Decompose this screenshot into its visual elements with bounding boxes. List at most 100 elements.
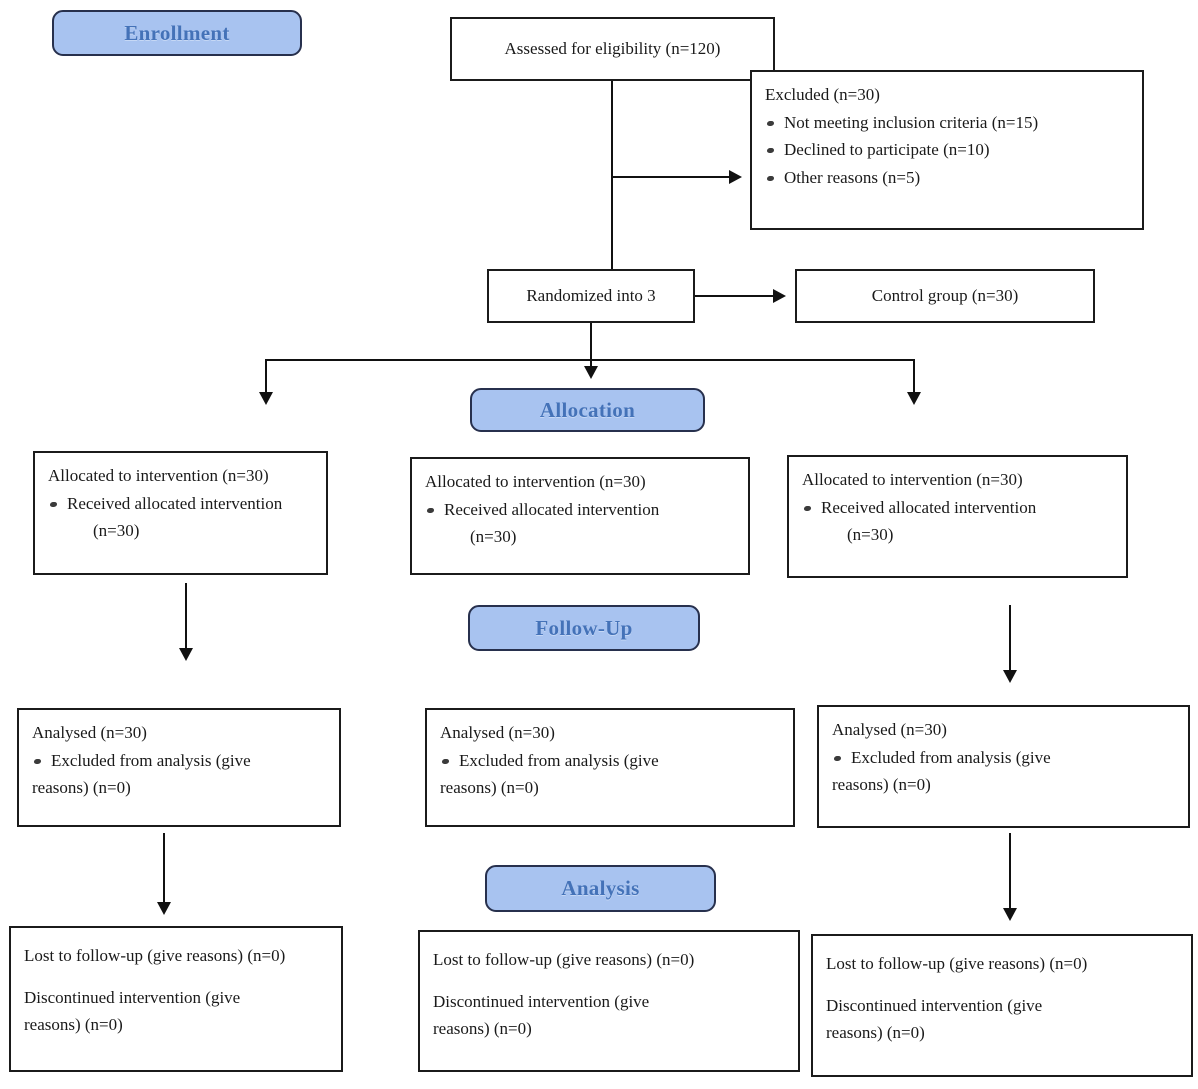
connector-left-analysed-to-lost <box>163 833 165 905</box>
analysed-bullet-label: Excluded from analysis (give <box>851 747 1051 767</box>
connector-assessed-down <box>611 81 613 278</box>
allocation-title: Allocated to intervention (n=30) <box>48 466 269 485</box>
square-bullet-icon <box>766 148 775 154</box>
control-group-label: Control group (n=30) <box>871 286 1019 306</box>
connector-branch-left <box>265 359 267 397</box>
connector-assessed-to-excluded <box>611 176 731 178</box>
allocation-bullet-cont: (n=30) <box>847 525 894 545</box>
lost-followup-line1: Lost to follow-up (give reasons) (n=0) <box>433 950 695 969</box>
box-allocation-left: Allocated to intervention (n=30) Receive… <box>33 451 328 575</box>
stage-badge-analysis-label: Analysis <box>561 876 640 900</box>
square-bullet-icon <box>803 505 812 511</box>
analysed-bullet-cont: reasons) (n=0) <box>440 778 539 798</box>
analysed-bullet-label: Excluded from analysis (give <box>459 750 659 770</box>
square-bullet-icon <box>833 755 842 761</box>
arrow-to-control-icon <box>773 289 786 303</box>
list-item: Received allocated intervention (n=30) <box>802 494 1113 549</box>
box-analysed-left: Analysed (n=30) Excluded from analysis (… <box>17 708 341 827</box>
box-lost-followup-right: Lost to follow-up (give reasons) (n=0) D… <box>811 934 1193 1077</box>
stage-badge-followup: Follow-Up <box>468 605 700 651</box>
discontinued-line: Discontinued intervention (give <box>433 991 650 1011</box>
discontinued-cont: reasons) (n=0) <box>24 1015 123 1035</box>
allocation-title: Allocated to intervention (n=30) <box>425 472 646 491</box>
analysed-title: Analysed (n=30) <box>32 723 147 742</box>
list-item: Excluded from analysis (give <box>832 744 1175 772</box>
analysed-bullet-cont: reasons) (n=0) <box>832 775 931 795</box>
spacer <box>24 970 328 984</box>
allocation-bullet-label: Received allocated intervention <box>444 499 660 519</box>
list-item: Received allocated intervention (n=30) <box>48 490 313 545</box>
allocation-bullet-list: Received allocated intervention (n=30) <box>425 496 735 551</box>
stage-badge-allocation-label: Allocation <box>539 397 636 422</box>
arrow-left-alloc-icon <box>179 648 193 661</box>
square-bullet-icon <box>766 120 775 126</box>
excluded-title: Excluded (n=30) <box>765 85 880 104</box>
stage-badge-analysis: Analysis <box>485 865 716 912</box>
square-bullet-icon <box>441 758 450 764</box>
connector-right-alloc-to-analysed <box>1009 605 1011 673</box>
analysed-title: Analysed (n=30) <box>832 720 947 739</box>
box-control-group: Control group (n=30) <box>795 269 1095 323</box>
discontinued-line: Discontinued intervention (give <box>826 995 1043 1015</box>
arrow-branch-center-icon <box>584 366 598 379</box>
connector-left-alloc-to-analysed <box>185 583 187 651</box>
excluded-reason-list: Not meeting inclusion criteria (n=15) De… <box>765 109 1129 192</box>
discontinued-cont: reasons) (n=0) <box>433 1019 532 1039</box>
arrow-left-analysed-icon <box>157 902 171 915</box>
spacer <box>433 974 785 988</box>
square-bullet-icon <box>426 507 435 513</box>
allocation-bullet-label: Received allocated intervention <box>67 493 283 513</box>
connector-right-analysed-to-lost <box>1009 833 1011 911</box>
connector-randomized-down <box>590 323 592 361</box>
square-bullet-icon <box>766 175 775 181</box>
list-item: Other reasons (n=5) <box>765 164 1129 192</box>
box-allocation-right: Allocated to intervention (n=30) Receive… <box>787 455 1128 578</box>
box-analysed-right: Analysed (n=30) Excluded from analysis (… <box>817 705 1190 828</box>
analysed-bullet-list: Excluded from analysis (give <box>32 747 326 775</box>
spacer <box>826 978 1178 992</box>
box-allocation-middle: Allocated to intervention (n=30) Receive… <box>410 457 750 575</box>
excluded-reason-label: Not meeting inclusion criteria (n=15) <box>784 112 1039 132</box>
arrow-branch-left-icon <box>259 392 273 405</box>
allocation-bullet-cont: (n=30) <box>93 521 140 541</box>
discontinued-line: Discontinued intervention (give <box>24 987 241 1007</box>
square-bullet-icon <box>49 501 58 507</box>
arrow-right-analysed-icon <box>1003 908 1017 921</box>
analysed-bullet-list: Excluded from analysis (give <box>440 747 780 775</box>
randomized-label: Randomized into 3 <box>526 286 656 306</box>
list-item: Not meeting inclusion criteria (n=15) <box>765 109 1129 137</box>
arrow-branch-right-icon <box>907 392 921 405</box>
list-item: Excluded from analysis (give <box>32 747 326 775</box>
box-lost-followup-middle: Lost to follow-up (give reasons) (n=0) D… <box>418 930 800 1072</box>
box-analysed-middle: Analysed (n=30) Excluded from analysis (… <box>425 708 795 827</box>
assessed-label: Assessed for eligibility (n=120) <box>504 39 721 59</box>
stage-badge-allocation: Allocation <box>470 388 705 432</box>
excluded-reason-label: Other reasons (n=5) <box>784 167 921 187</box>
box-lost-followup-left: Lost to follow-up (give reasons) (n=0) D… <box>9 926 343 1072</box>
analysed-bullet-list: Excluded from analysis (give <box>832 744 1175 772</box>
lost-followup-line1: Lost to follow-up (give reasons) (n=0) <box>826 954 1088 973</box>
square-bullet-icon <box>33 758 42 764</box>
allocation-bullet-list: Received allocated intervention (n=30) <box>802 494 1113 549</box>
stage-badge-followup-label: Follow-Up <box>535 615 633 640</box>
connector-branch-center <box>590 359 592 371</box>
connector-branch-right <box>913 359 915 397</box>
list-item: Excluded from analysis (give <box>440 747 780 775</box>
stage-badge-enrollment: Enrollment <box>52 10 302 56</box>
connector-randomized-to-control <box>695 295 775 297</box>
lost-followup-line1: Lost to follow-up (give reasons) (n=0) <box>24 946 286 965</box>
excluded-reason-label: Declined to participate (n=10) <box>784 140 990 160</box>
allocation-bullet-cont: (n=30) <box>470 527 517 547</box>
analysed-title: Analysed (n=30) <box>440 723 555 742</box>
discontinued-cont: reasons) (n=0) <box>826 1023 925 1043</box>
box-randomized: Randomized into 3 <box>487 269 695 323</box>
allocation-title: Allocated to intervention (n=30) <box>802 470 1023 489</box>
list-item: Received allocated intervention (n=30) <box>425 496 735 551</box>
box-excluded: Excluded (n=30) Not meeting inclusion cr… <box>750 70 1144 230</box>
allocation-bullet-list: Received allocated intervention (n=30) <box>48 490 313 545</box>
arrow-to-excluded-icon <box>729 170 742 184</box>
arrow-right-alloc-icon <box>1003 670 1017 683</box>
analysed-bullet-cont: reasons) (n=0) <box>32 778 131 798</box>
stage-badge-enrollment-label: Enrollment <box>124 20 230 45</box>
